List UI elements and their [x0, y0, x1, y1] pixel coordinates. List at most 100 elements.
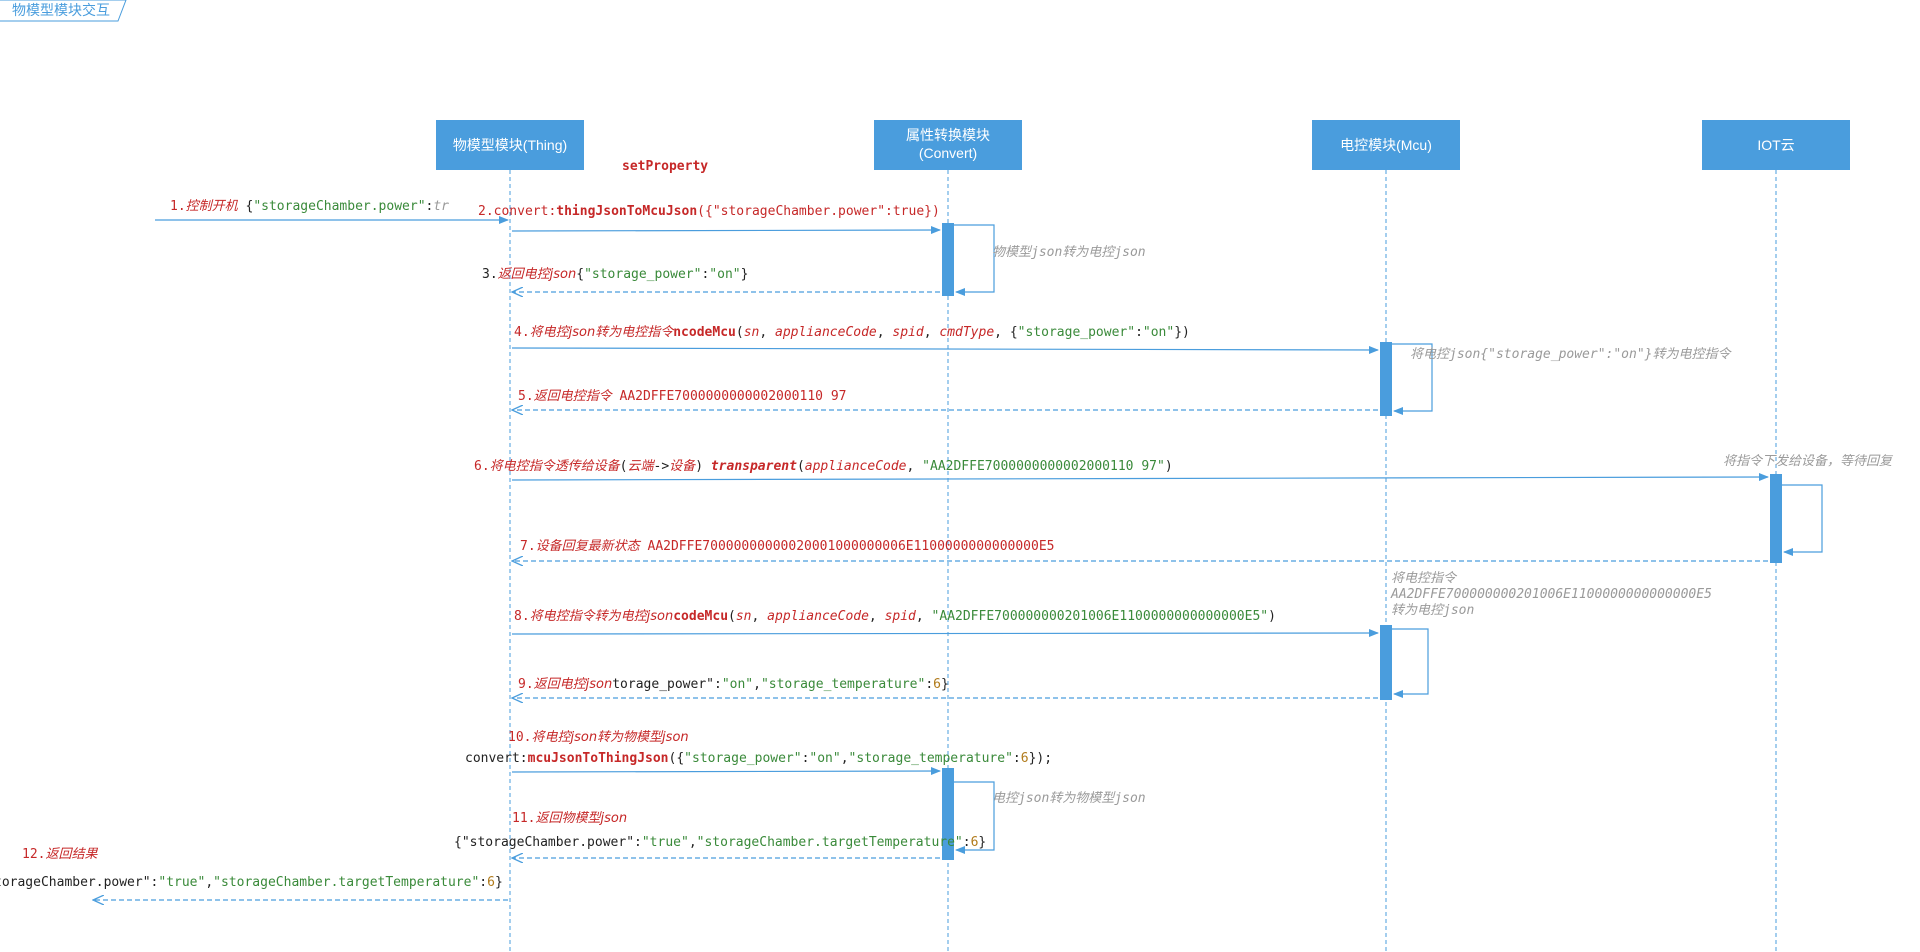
note-2: 将电控json{"storage_power":"on"}转为电控指令 [1410, 347, 1732, 362]
label-segment: , [752, 609, 768, 624]
message-label-12: convert:mcuJsonToThingJson({"storage_pow… [465, 751, 1052, 766]
self-call-loop [954, 224, 995, 296]
label-segment: : [634, 835, 642, 850]
label-segment: 将电控json转为电控指令 [530, 325, 676, 340]
activation-bar [1380, 342, 1392, 416]
message-label-3: 2.convert:thingJsonToMcuJson({"storageCh… [478, 204, 940, 219]
message-arrow [511, 473, 1769, 482]
participant-box [874, 120, 1022, 170]
label-segment: "AA2DFFE700000000201006E1100000000000000… [932, 609, 1269, 624]
label-segment: 4. [514, 325, 530, 340]
note-5: 电控json转为物模型json [992, 791, 1146, 806]
label-segment: "on" [722, 677, 753, 692]
activation-bar [1770, 474, 1782, 563]
message-label-10: 9.返回电控jsontorage_power":"on","storage_te… [518, 677, 949, 692]
message-arrow [511, 767, 941, 776]
label-segment: "storage_power" [684, 751, 801, 766]
label-segment: 返回电控json [498, 267, 577, 282]
note-line: 物模型json转为电控json [992, 245, 1146, 260]
self-call-loop [1392, 343, 1433, 415]
message-label-11: 10.将电控json转为物模型json [508, 730, 689, 745]
label-segment: 将电控指令转为电控json [530, 609, 674, 624]
label-segment: 返回结果 [45, 847, 98, 862]
label-segment: cmdType [939, 325, 994, 340]
label-segment: torageChamber.power" [0, 875, 151, 890]
message-arrow [511, 226, 941, 235]
label-segment: }) [1174, 325, 1190, 340]
message-label-6: 5.返回电控指令 AA2DFFE7000000000002000110 97 [518, 389, 846, 404]
label-segment: ncodeMcu [673, 325, 736, 340]
label-segment: "storage_power" [1018, 325, 1135, 340]
label-segment: , [841, 751, 849, 766]
participant-subname: (Convert) [919, 145, 977, 161]
label-segment: convert: [494, 204, 557, 219]
label-segment: convert: [465, 751, 528, 766]
label-segment: "storage_temperature" [761, 677, 925, 692]
label-segment: :true}) [885, 204, 940, 219]
label-segment: "storageChamber.targetTemperature" [697, 835, 963, 850]
note-line: 将电控指令 [1391, 571, 1458, 586]
note-labels: 物模型json转为电控json 将电控json{"storage_power":"… [992, 245, 1894, 806]
participant-thing: 物模型模块(Thing) [436, 120, 584, 170]
label-segment: torage_power" [612, 677, 714, 692]
label-segment: : [701, 267, 709, 282]
label-segment: 3. [482, 267, 498, 282]
label-segment: : [714, 677, 722, 692]
message-label-14: {"storageChamber.power":"true","storageC… [454, 835, 986, 850]
label-segment: , [916, 609, 932, 624]
label-segment: ({ [669, 751, 685, 766]
note-line: 电控json转为物模型json [992, 791, 1146, 806]
label-segment: mcuJsonToThingJson [528, 751, 669, 766]
label-segment: , [689, 835, 697, 850]
label-segment: -> [654, 459, 670, 474]
note-line: 将电控json{"storage_power":"on"}转为电控指令 [1410, 347, 1732, 362]
frame-label: 物模型模块交互 [0, 0, 127, 22]
label-segment: AA2DFFE7000000000002000110 97 [612, 389, 847, 404]
message-label-1: setProperty [622, 159, 708, 174]
label-segment: sn [736, 609, 752, 624]
label-segment: 设备回复最新状态 [536, 539, 642, 554]
label-segment: applianceCode [805, 459, 907, 474]
label-segment: , [907, 459, 923, 474]
label-segment: spid [892, 325, 923, 340]
label-segment: 10. [508, 730, 531, 745]
label-segment: 返回电控指令 [534, 389, 614, 404]
label-segment: "AA2DFFE7000000000002000110 97" [922, 459, 1165, 474]
label-segment: : [1135, 325, 1143, 340]
label-segment: ) [1268, 609, 1276, 624]
label-segment: "storage_power" [584, 267, 701, 282]
label-segment: thingJsonToMcuJson [556, 204, 697, 219]
activation-bar [942, 223, 954, 296]
participant-name: IOT云 [1757, 137, 1794, 153]
label-segment: "storageChamber.targetTemperature" [213, 875, 479, 890]
note-1: 物模型json转为电控json [992, 245, 1146, 260]
label-segment: 11. [512, 811, 535, 826]
participant-box [1702, 120, 1850, 170]
label-segment: , [759, 325, 775, 340]
label-segment: "on" [1143, 325, 1174, 340]
participant-name: 物模型模块(Thing) [453, 137, 567, 153]
label-segment: : [426, 199, 434, 214]
participant-box [436, 120, 584, 170]
participant-name: 电控模块(Mcu) [1340, 137, 1432, 153]
self-call-loop [1782, 484, 1823, 556]
label-segment: , [924, 325, 940, 340]
label-segment: 12. [22, 847, 45, 862]
label-segment: "storageChamber.power" [253, 199, 425, 214]
label-segment: : [925, 677, 933, 692]
self-call-loop [1392, 628, 1429, 698]
activation-bar [942, 768, 954, 860]
message-label-9: 8.将电控指令转为电控jsoncodeMcu(sn, applianceCode… [514, 609, 1276, 624]
label-segment: 5. [518, 389, 534, 404]
activation-bars [942, 223, 1782, 860]
label-segment: ( [728, 609, 736, 624]
label-segment: 8. [514, 609, 530, 624]
label-segment: , [205, 875, 213, 890]
participant-headers: 物模型模块(Thing)属性转换模块(Convert)电控模块(Mcu)IOT云 [436, 120, 1850, 170]
label-segment: : [151, 875, 159, 890]
label-segment: , [877, 325, 893, 340]
label-segment: 2. [478, 204, 494, 219]
label-segment: } [978, 835, 986, 850]
